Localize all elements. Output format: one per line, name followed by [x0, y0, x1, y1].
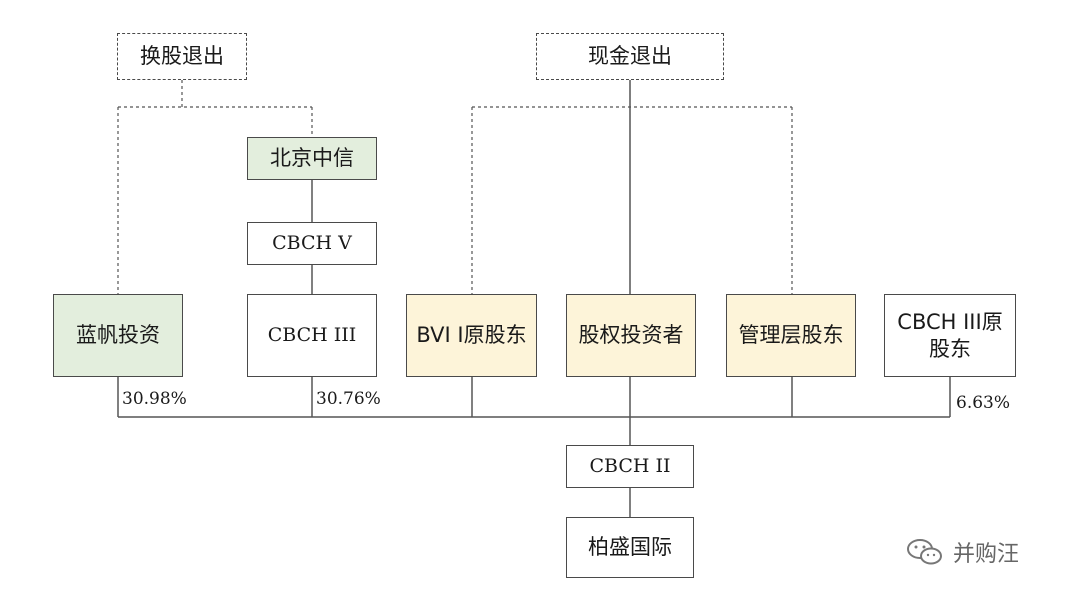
beijing-citic-label: 北京中信	[270, 146, 354, 171]
lanfan-box: 蓝帆投资	[53, 294, 183, 377]
cbch-ii-label: CBCH II	[589, 454, 671, 477]
cbch-ii-box: CBCH II	[566, 445, 694, 488]
cbch-iii-original-percentage: 6.63%	[956, 393, 1011, 413]
cash-exit-box: 现金退出	[536, 33, 724, 80]
bvi-shareholders-box: BVI I原股东	[406, 294, 537, 377]
beijing-citic-box: 北京中信	[247, 137, 377, 180]
wechat-icon	[907, 539, 942, 565]
lanfan-percentage: 30.98%	[122, 389, 187, 409]
baisheng-box: 柏盛国际	[566, 517, 694, 578]
baisheng-label: 柏盛国际	[588, 535, 672, 560]
cash-exit-label: 现金退出	[588, 44, 672, 69]
watermark-text: 并购汪	[953, 542, 1020, 567]
cbch-iii-box: CBCH III	[247, 294, 377, 377]
cbch-v-box: CBCH V	[247, 222, 377, 265]
swap-exit-label: 换股退出	[140, 44, 224, 69]
cbch-iii-original-label-line1: CBCH III原	[897, 310, 1003, 335]
equity-investors-label: 股权投资者	[578, 323, 684, 348]
equity-investors-box: 股权投资者	[566, 294, 696, 377]
cbch-iii-label: CBCH III	[267, 323, 357, 346]
bvi-shareholders-label: BVI I原股东	[416, 323, 527, 348]
watermark: 并购汪	[905, 536, 1019, 568]
cbch-iii-original-label-line2: 股东	[929, 336, 971, 361]
cbch-iii-percentage: 30.76%	[316, 389, 381, 409]
management-shareholders-box: 管理层股东	[726, 294, 856, 377]
lanfan-label: 蓝帆投资	[76, 323, 160, 348]
cbch-iii-original-box: CBCH III原 股东	[884, 294, 1016, 377]
management-shareholders-label: 管理层股东	[738, 323, 844, 348]
cbch-v-label: CBCH V	[272, 231, 352, 254]
swap-exit-box: 换股退出	[117, 33, 247, 80]
